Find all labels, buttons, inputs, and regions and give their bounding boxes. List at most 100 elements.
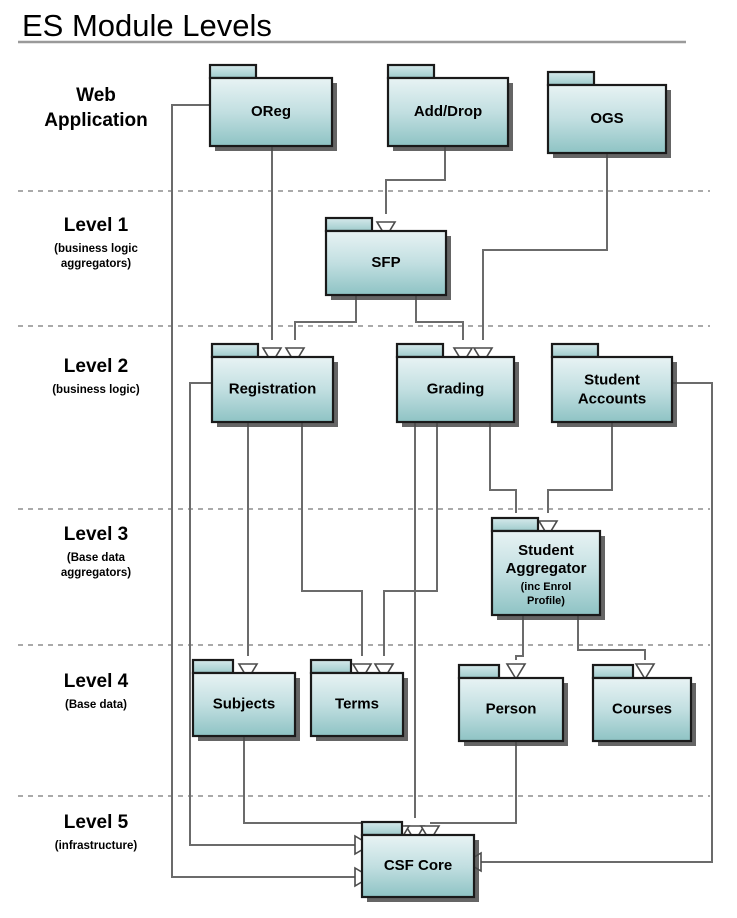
package-label: Courses (612, 700, 672, 717)
edge-sfp-to-grading (415, 295, 474, 365)
lane-label-level-4: Level 4 (64, 671, 129, 692)
package-tab (457, 663, 501, 680)
lane-label-web-application-2: Application (44, 110, 147, 131)
package-tab (550, 342, 600, 359)
lane-labels: Web Application Level 1 (business logic … (44, 85, 147, 852)
package-courses[interactable]: Courses (591, 663, 696, 746)
edge-sfp-to-registration (284, 295, 357, 365)
edge-registration-left-to-csf-core (189, 382, 372, 856)
edge-line (383, 422, 438, 656)
lane-sublabel-level-1-2: aggregators) (61, 258, 131, 270)
edge-line (515, 615, 524, 660)
package-body (550, 355, 674, 424)
package-label: Terms (335, 695, 379, 712)
edge-student-accounts-to-csf-core (464, 382, 713, 873)
edge-grading-to-terms (373, 422, 438, 681)
edges-layer (171, 104, 713, 888)
package-body (309, 671, 405, 738)
edge-ogs-to-grading (472, 153, 608, 365)
package-tab (386, 63, 436, 80)
package-label-line: Student (518, 542, 574, 559)
package-label: OReg (251, 103, 291, 120)
edge-grading-to-csf-core (404, 422, 426, 843)
lane-sublabel-level-5: (infrastructure) (55, 840, 138, 852)
package-oreg[interactable]: OReg (208, 63, 337, 151)
package-tab (546, 70, 596, 87)
arrowhead-icon (419, 825, 441, 843)
package-add-drop[interactable]: Add/Drop (386, 63, 513, 151)
package-label-line: Profile) (527, 595, 565, 607)
package-csf-core[interactable]: CSF Core (360, 820, 479, 902)
edge-oreg-to-registration (261, 146, 283, 365)
package-body (490, 529, 602, 617)
package-tab (324, 216, 374, 233)
arrowhead-icon (634, 663, 656, 681)
package-body (386, 76, 510, 148)
arrowhead-icon (505, 663, 527, 681)
package-body (457, 676, 565, 743)
edge-student-aggregator-to-person (505, 615, 527, 681)
package-tab (591, 663, 635, 680)
arrowhead-icon (375, 221, 397, 239)
lane-sublabel-level-3: (Base data (67, 552, 126, 564)
lane-sublabel-level-2: (business logic) (52, 384, 140, 396)
package-body (395, 355, 516, 424)
package-body (360, 833, 476, 899)
package-registration[interactable]: Registration (210, 342, 338, 427)
edge-line (489, 422, 517, 513)
lane-sublabel-level-3-2: aggregators) (61, 567, 131, 579)
edge-line (243, 736, 400, 824)
package-label: Student (584, 371, 640, 388)
edge-student-accounts-to-student-aggregator (537, 422, 613, 538)
package-tab (309, 658, 353, 675)
edge-registration-to-terms (301, 422, 373, 681)
edge-line (189, 382, 355, 846)
arrowhead-icon (351, 663, 373, 681)
package-person[interactable]: Person (457, 663, 568, 746)
package-tab (210, 342, 260, 359)
arrowhead-icon (537, 520, 559, 538)
edge-line (415, 295, 464, 340)
edge-line (547, 422, 613, 513)
package-subjects[interactable]: Subjects (191, 658, 300, 741)
package-body (324, 229, 448, 297)
lane-sublabel-level-1: (business logic (54, 243, 138, 255)
edge-line (171, 104, 355, 878)
arrowhead-icon (452, 347, 474, 365)
package-label: SFP (371, 254, 400, 271)
arrowhead-icon (472, 347, 494, 365)
package-ogs[interactable]: OGS (546, 70, 671, 158)
package-label-line: (inc Enrol (521, 581, 572, 593)
arrowhead-icon (373, 663, 395, 681)
package-body (191, 671, 297, 738)
package-tab (490, 516, 540, 533)
package-grading[interactable]: Grading (395, 342, 519, 427)
package-body (591, 676, 693, 743)
package-terms[interactable]: Terms (309, 658, 408, 741)
edge-line (294, 295, 357, 340)
package-tab (395, 342, 445, 359)
lane-label-web-application: Web (76, 85, 116, 106)
edge-line (481, 382, 713, 863)
edge-line (301, 422, 363, 656)
package-label: Grading (427, 380, 485, 397)
edge-line (482, 153, 608, 340)
package-sfp[interactable]: SFP (324, 216, 451, 300)
package-label: OGS (590, 110, 623, 127)
edge-line (385, 146, 446, 214)
package-label: Add/Drop (414, 103, 482, 120)
package-body (208, 76, 334, 148)
edge-registration-to-subjects (237, 422, 259, 681)
package-label: Subjects (213, 695, 276, 712)
package-body (546, 83, 668, 155)
edge-student-aggregator-to-courses (577, 615, 656, 681)
lane-label-level-1: Level 1 (64, 215, 129, 236)
lane-label-level-3: Level 3 (64, 524, 128, 545)
edge-line (430, 741, 517, 824)
lane-sublabel-level-4: (Base data) (65, 699, 127, 711)
arrowhead-icon (404, 825, 426, 843)
